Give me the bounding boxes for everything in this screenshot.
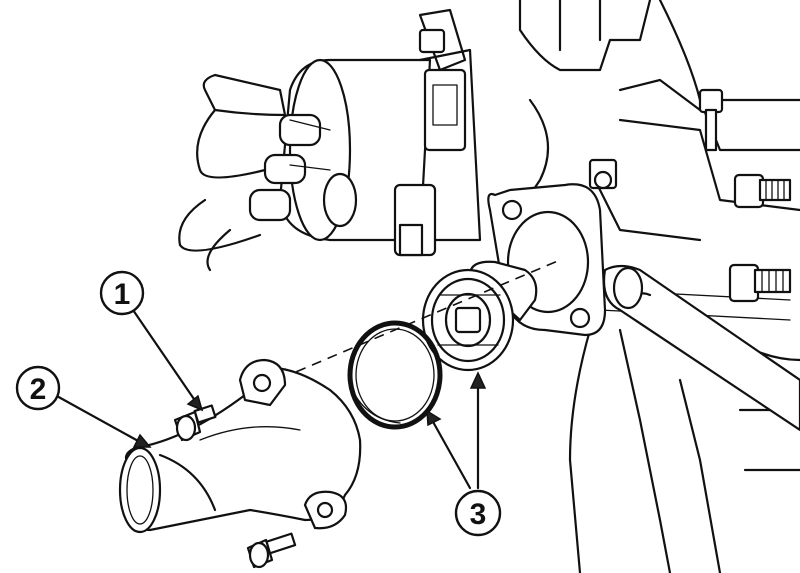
bolt-lower	[246, 532, 297, 569]
distributor	[178, 8, 482, 272]
callout-1: 1	[99, 270, 145, 316]
thermostat-housing	[118, 358, 362, 534]
callout-3-label: 3	[470, 498, 487, 531]
leader-lines	[53, 308, 487, 490]
callout-1-label: 1	[114, 278, 131, 311]
bolt-upper	[173, 404, 217, 442]
engine-block	[518, 0, 800, 573]
sealing-ring	[347, 320, 443, 430]
callout-2: 2	[15, 365, 61, 411]
callout-2-label: 2	[30, 373, 47, 406]
callout-3: 3	[454, 489, 502, 537]
